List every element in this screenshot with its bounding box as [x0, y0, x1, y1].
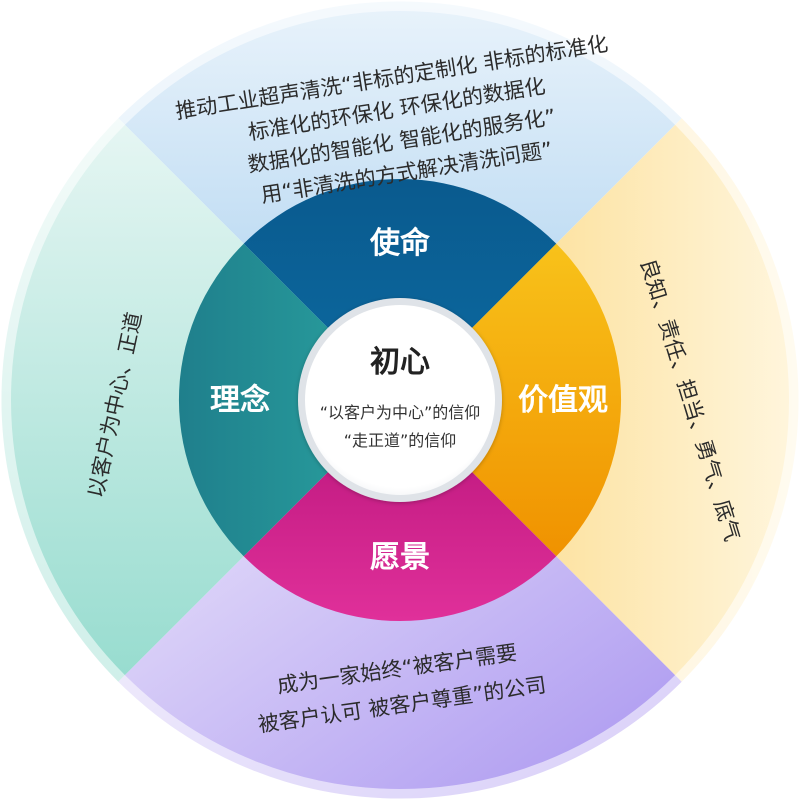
mission-label: 使命	[369, 226, 431, 261]
center-line-2: “走正道”的信仰	[344, 431, 457, 450]
bottom-inner-segment	[243, 400, 557, 622]
top-inner-segment	[243, 178, 557, 400]
values-label: 价值观	[518, 383, 608, 418]
center-line-1: “以客户为中心”的信仰	[320, 403, 481, 422]
left-inner-segment	[178, 243, 400, 557]
vision-label: 愿景	[370, 540, 430, 575]
philosophy-label: 理念	[210, 383, 270, 418]
center-title: 初心	[370, 345, 430, 380]
right-inner-segment	[400, 243, 622, 557]
center-circle	[305, 305, 495, 495]
inner-ring	[178, 178, 622, 622]
